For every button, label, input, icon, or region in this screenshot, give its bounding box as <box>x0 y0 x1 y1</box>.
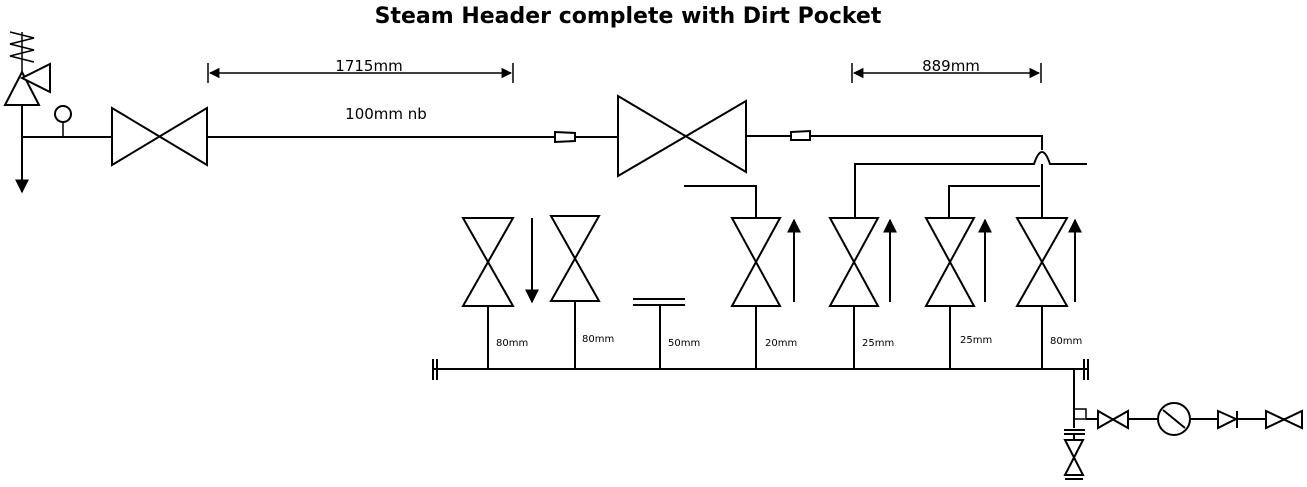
return-line-upper <box>854 151 1087 218</box>
branch-size-label: 80mm <box>1050 336 1082 347</box>
safety-valve-icon <box>3 31 51 106</box>
branch-size-label: 25mm <box>862 338 894 349</box>
reducer-icon <box>554 130 576 144</box>
dimension-label-right: 889mm <box>922 57 980 75</box>
outlet-valve-icon <box>1265 409 1303 430</box>
diagram-title: Steam Header complete with Dirt Pocket <box>375 4 882 29</box>
dimension-889 <box>851 63 1042 83</box>
trap-isolating-valve-icon <box>1097 409 1129 430</box>
large-valve-icon <box>617 94 747 178</box>
branch-valve-1-icon <box>461 217 515 307</box>
header-feed-pipe <box>810 135 1043 150</box>
branch-valve-7-icon <box>1015 217 1069 307</box>
drain-valve-icon <box>1063 439 1085 476</box>
pressure-gauge-icon <box>54 105 72 123</box>
branch-valve-5-icon <box>828 217 880 307</box>
branch-valve-4-icon <box>730 217 782 307</box>
return-line-left <box>684 185 757 218</box>
check-valve-icon <box>1217 409 1239 430</box>
branch-size-label: 25mm <box>960 335 992 346</box>
dimension-label-left: 1715mm <box>335 57 402 75</box>
branch-valve-6-icon <box>924 217 976 307</box>
dimension-1715 <box>207 63 514 83</box>
branch-size-label: 50mm <box>668 338 700 349</box>
branch-valve-2-icon <box>549 215 601 302</box>
branch-size-label: 80mm <box>496 338 528 349</box>
reducer-icon-2 <box>790 129 811 141</box>
branch-size-label: 20mm <box>765 338 797 349</box>
main-isolating-valve-icon <box>111 106 208 167</box>
pipe-size-label: 100mm nb <box>345 105 427 123</box>
return-line-mid <box>948 185 1040 218</box>
branch-size-label: 80mm <box>582 334 614 345</box>
trap-tee-icon <box>1073 408 1087 420</box>
